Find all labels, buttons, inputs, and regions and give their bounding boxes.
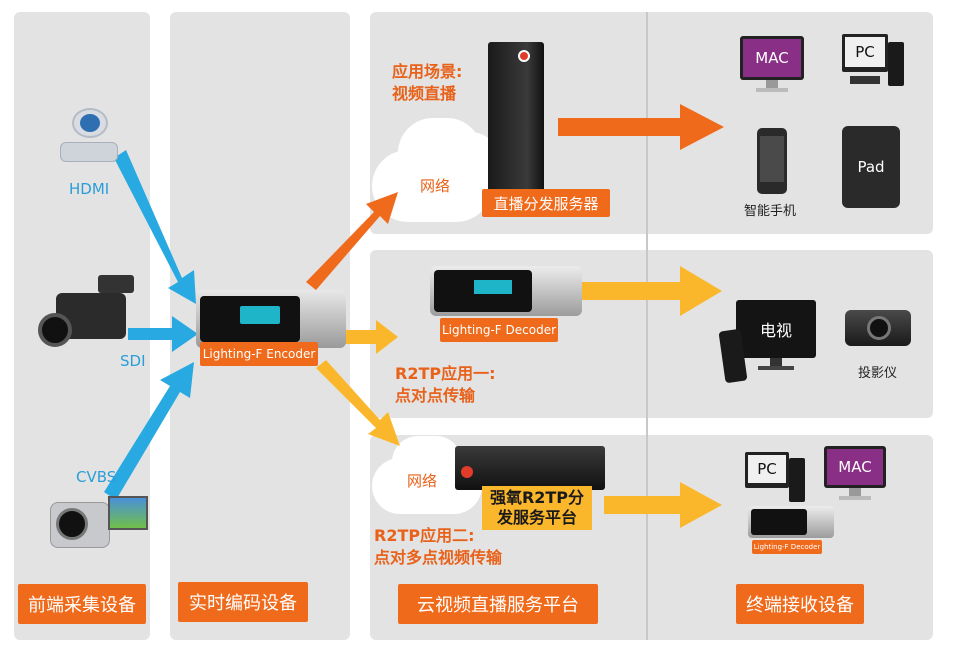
tv-monitor-icon	[736, 300, 816, 372]
r2tp-app2-line2: 点对多点视频传输	[374, 548, 503, 567]
network-label-bottom: 网络	[407, 472, 438, 490]
r2tp-platform-line2: 发服务平台	[496, 508, 577, 527]
pc-label-bottom: PC	[757, 460, 777, 478]
r2tp-app1-line2: 点对点传输	[395, 386, 476, 405]
pc-desktop-icon-top	[842, 34, 904, 86]
r2tp-to-terminal-arrow	[604, 482, 722, 528]
encoder-device-icon	[196, 290, 346, 348]
scenario-live-line2: 视频直播	[392, 84, 457, 103]
sdi-label: SDI	[120, 352, 146, 370]
sdi-arrow	[128, 316, 198, 352]
cvbs-arrow	[104, 362, 194, 500]
r2tp-app2-line1: R2TP应用二:	[374, 526, 475, 545]
r2tp-platform-line1: 强氧R2TP分	[489, 488, 585, 507]
server-to-terminal-arrow	[558, 104, 724, 150]
live-server-label: 直播分发服务器	[482, 189, 610, 217]
mac-label-bottom: MAC	[838, 458, 872, 476]
decoder-label: Lighting-F Decoder	[440, 318, 558, 342]
pc-desktop-icon-bottom	[745, 452, 805, 502]
frontend-column-title: 前端采集设备	[18, 584, 146, 624]
scenario-live-line1: 应用场景:	[392, 62, 463, 81]
sdi-camcorder-icon	[38, 275, 134, 365]
decoder-label-bottom: Lighting-F Decoder	[752, 540, 822, 554]
decoder-device-icon	[430, 266, 582, 316]
remote-control-icon	[718, 328, 748, 384]
hdmi-label: HDMI	[69, 180, 110, 198]
r2tp-server-box-icon	[455, 446, 605, 490]
encoder-to-r2tp-arrow	[316, 360, 400, 446]
projector-label: 投影仪	[858, 366, 898, 381]
decoder-device-icon-bottom	[748, 506, 834, 538]
r2tp-app1-line1: R2TP应用一:	[395, 364, 496, 383]
cvbs-label: CVBS	[76, 468, 117, 486]
live-server-tower-icon	[488, 42, 544, 192]
terminal-column-title: 终端接收设备	[736, 584, 864, 624]
column-divider	[646, 12, 648, 640]
r2tp-platform-label: 强氧R2TP分 发服务平台	[482, 486, 592, 530]
pc-label-top: PC	[855, 43, 875, 61]
hdmi-camera-icon	[60, 108, 118, 162]
smartphone-label: 智能手机	[744, 204, 797, 219]
encoder-label: Lighting-F Encoder	[200, 342, 318, 366]
mac-label-top: MAC	[755, 49, 789, 67]
projector-icon	[845, 310, 911, 346]
pad-label: Pad	[857, 158, 885, 176]
pad-tablet-icon	[842, 126, 900, 208]
mac-monitor-icon	[740, 36, 804, 92]
smartphone-icon	[757, 128, 787, 194]
encoder-to-server-arrow	[306, 192, 398, 290]
tv-label: 电视	[759, 321, 792, 340]
hdmi-arrow	[114, 150, 196, 304]
platform-column-title: 云视频直播服务平台	[398, 584, 598, 624]
decoder-to-terminal-arrow	[582, 266, 722, 316]
encoder-column-title: 实时编码设备	[178, 582, 308, 622]
encoder-to-decoder-arrow	[320, 320, 398, 354]
cvbs-handycam-icon	[50, 490, 148, 558]
mac-monitor-icon-bottom	[824, 446, 886, 500]
network-label-top: 网络	[420, 177, 451, 195]
